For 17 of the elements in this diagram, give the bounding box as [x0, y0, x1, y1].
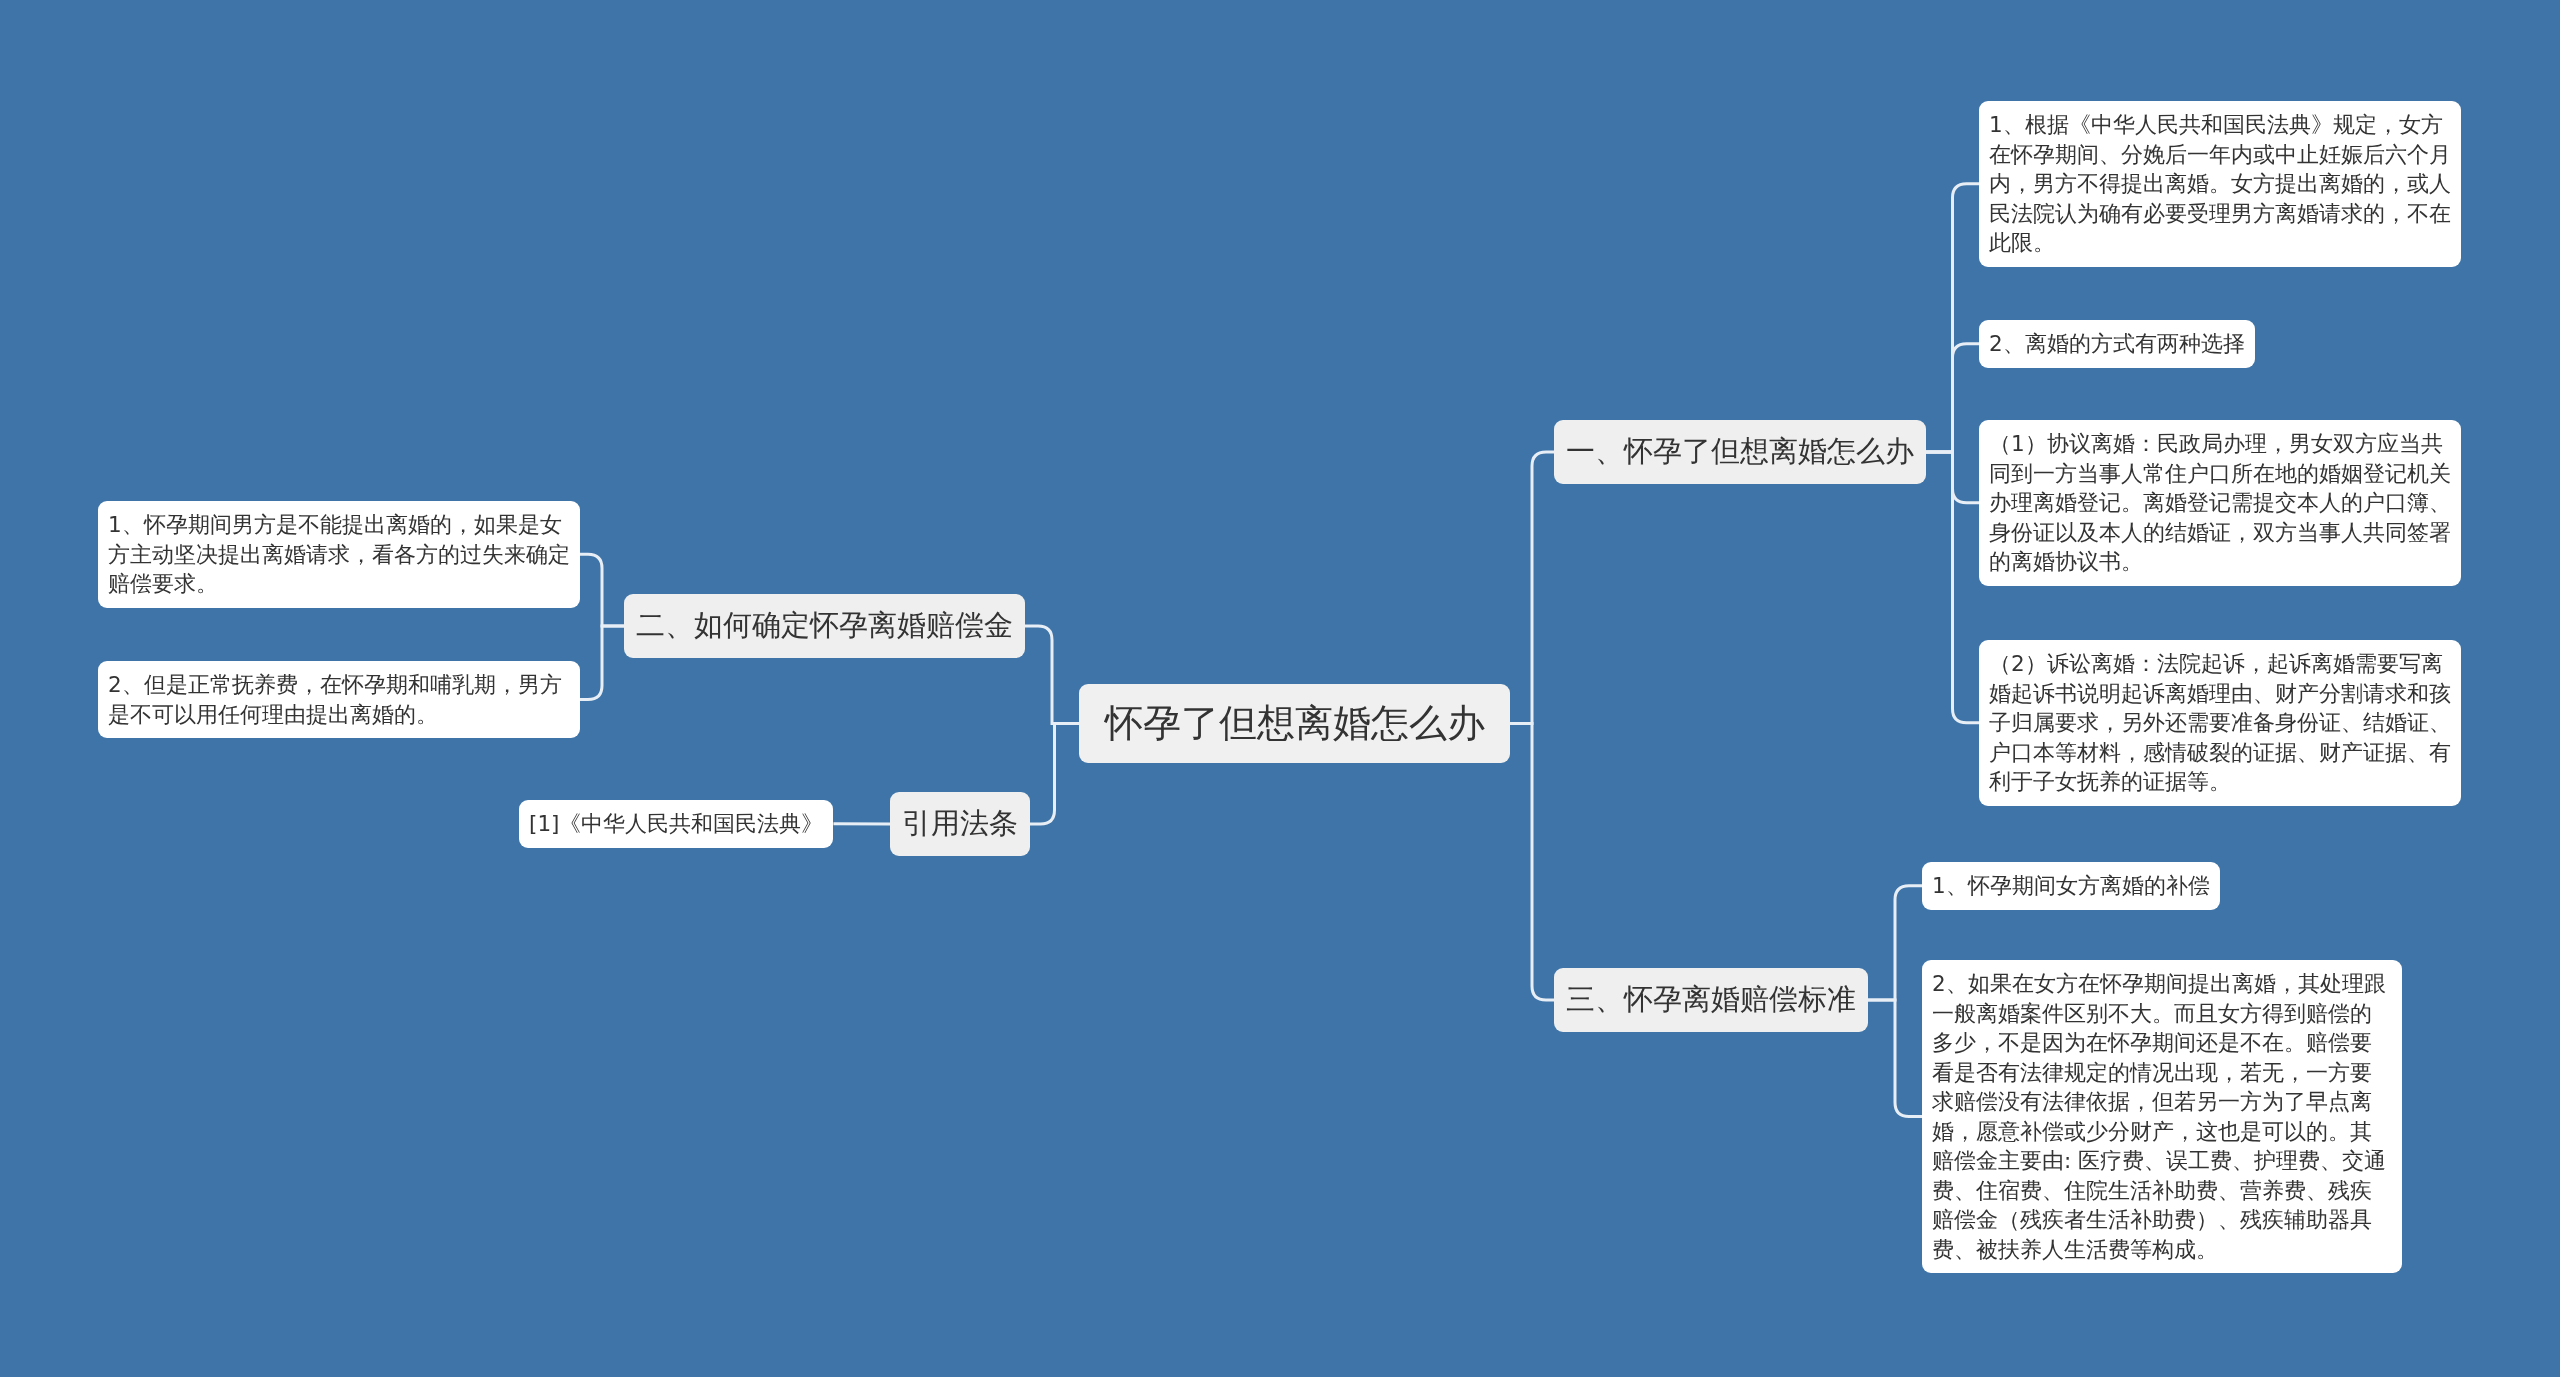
central-topic-box: 怀孕了但想离婚怎么办 — [1079, 684, 1510, 763]
subtopic-box: （2）诉讼离婚：法院起诉，起诉离婚需要写离婚起诉书说明起诉离婚理由、财产分割请求和孩子归属要求，另外还需要准备身份证、结婚证、户口本等材料，感情破裂的证据、财产证据、有利于子女抚养的证据等。 — [1979, 640, 2461, 806]
topic-box: 引用法条 — [890, 792, 1030, 856]
topic-box: 一、怀孕了但想离婚怎么办 — [1554, 420, 1926, 484]
topic-box: 二、如何确定怀孕离婚赔偿金 — [624, 594, 1025, 658]
subtopic-box: 1、怀孕期间女方离婚的补偿 — [1922, 862, 2220, 910]
subtopic-box: 1、根据《中华人民共和国民法典》规定，女方在怀孕期间、分娩后一年内或中止妊娠后六个月内，男方不得提出离婚。女方提出离婚的，或人民法院认为确有必要受理男方离婚请求的，不在此限。 — [1979, 101, 2461, 267]
subtopic-box: 2、如果在女方在怀孕期间提出离婚，其处理跟一般离婚案件区别不大。而且女方得到赔偿的多少，不是因为在怀孕期间还是不在。赔偿要看是否有法律规定的情况出现，若无，一方要求赔偿没有法律依据，但若另一方为了早点离婚，愿意补偿或少分财产，这也是可以的。其赔偿金主要由: 医疗费、误工费、护理费、交通费、住宿费、住院生活补助费、营养费、残疾赔偿金（残疾者生活补助费）、残疾辅助器具费、被扶养人生活费等构成。 — [1922, 960, 2402, 1273]
subtopic-box: 2、离婚的方式有两种选择 — [1979, 320, 2255, 368]
subtopic-box: 2、但是正常抚养费，在怀孕期和哺乳期，男方是不可以用任何理由提出离婚的。 — [98, 661, 580, 738]
connector-line — [580, 624, 624, 701]
connector-line — [833, 822, 890, 826]
connector-line — [1030, 722, 1079, 826]
subtopic-box: 1、怀孕期间男方是不能提出离婚的，如果是女方主动坚决提出离婚请求，看各方的过失来确定赔偿要求。 — [98, 501, 580, 608]
topic-box: 三、怀孕离婚赔偿标准 — [1554, 968, 1868, 1032]
subtopic-box: （1）协议离婚：民政局办理，男女双方应当共同到一方当事人常住户口所在地的婚姻登记机关办理离婚登记。离婚登记需提交本人的户口簿、身份证以及本人的结婚证，双方当事人共同签署的离婚协议书。 — [1979, 420, 2461, 586]
subtopic-box: [1]《中华人民共和国民法典》 — [519, 800, 834, 848]
